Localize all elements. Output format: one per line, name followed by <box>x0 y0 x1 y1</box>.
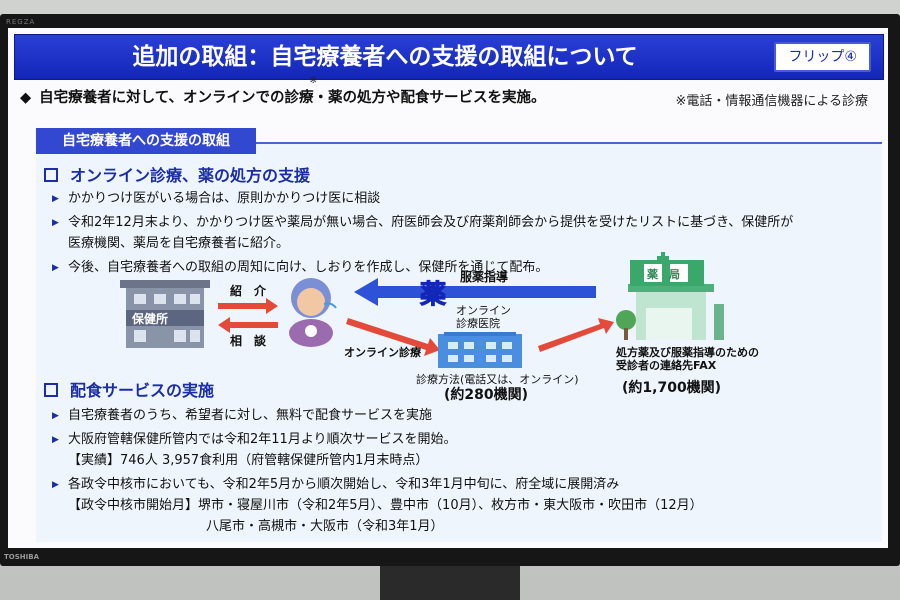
list-item: ▶ 自宅療養者のうち、希望者に対し、無料で配食サービスを実施 <box>52 404 432 423</box>
diamond-bullet-icon: ◆ <box>20 90 32 106</box>
sodan-label: 相 談 <box>230 334 267 348</box>
list-item-text: 各政令中核市においても、令和2年5月から順次開始し、令和3年1月中旬に、府全域に… <box>68 477 620 492</box>
arrow-right-red <box>218 298 278 314</box>
fukuyaku-label: 服薬指導 <box>460 270 509 284</box>
online-shinryo-label: オンライン診療 <box>344 346 421 359</box>
list-item-continuation: 医療機関、薬局を自宅療養者に紹介。 <box>68 236 290 251</box>
list-item-text: 自宅療養者のうち、希望者に対し、無料で配食サービスを実施 <box>68 408 433 423</box>
intro-text: 自宅療養者に対して、オンラインでの診療・薬の処方や配食サービスを実施。 <box>39 90 546 106</box>
list-item: ▶ 各政令中核市においても、令和2年5月から順次開始し、令和3年1月中旬に、府全域… <box>52 473 619 492</box>
online-clinic-label: オンライン 診療医院 <box>456 304 511 330</box>
triangle-bullet-icon: ▶ <box>52 194 59 204</box>
triangle-bullet-icon: ▶ <box>52 411 59 421</box>
fax-label: 処方薬及び服薬指導のための 受診者の連絡先FAX <box>616 346 759 372</box>
footnote: ※電話・情報通信機器による診療 <box>675 94 868 109</box>
slide-title-bar: 追加の取組：自宅療養者への支援の取組について フリップ④ <box>14 34 884 80</box>
shokai-label: 紹 介 <box>230 284 267 298</box>
list-item: ▶ 今後、自宅療養者への取組の周知に向け、しおりを作成し、保健所を通じて配布。 <box>52 256 548 275</box>
list-item-text: かかりつけ医がいる場合は、原則かかりつけ医に相談 <box>68 191 381 206</box>
jisseki-line: 【実績】746人 3,957食利用（府管轄保健所管内1月末時点） <box>68 453 429 468</box>
section-heading-online: オンライン診療、薬の処方の支援 <box>44 162 310 186</box>
method-label: 診療方法(電話又は、オンライン) <box>416 373 579 386</box>
clinic-building-icon <box>438 332 522 368</box>
intro-line: ◆ 自宅療養者に対して、オンラインでの診療・薬の処方や配食サービスを実施。 <box>20 86 546 107</box>
pharmacy-count: (約1,700機関) <box>622 380 722 396</box>
list-item-text: 大阪府管轄保健所管内では令和2年11月より順次サービスを開始。 <box>68 432 457 447</box>
section-heading-text: 配食サービスの実施 <box>70 381 215 400</box>
triangle-bullet-icon: ▶ <box>52 263 59 273</box>
pharmacy-building-icon <box>616 252 724 340</box>
monitor-stand <box>380 566 520 600</box>
health-center-sign: 保健所 <box>132 312 169 326</box>
health-center-building-icon <box>120 280 210 348</box>
checkbox-square-icon <box>44 167 58 182</box>
slide-screen: 追加の取組：自宅療養者への支援の取組について フリップ④ ※ ◆ 自宅療養者に対し… <box>8 28 888 548</box>
arrow-clinic-to-pharmacy <box>538 318 614 352</box>
list-item-text: 令和2年12月末より、かかりつけ医や薬局が無い場合、府医師会及び府薬剤師会から提… <box>68 215 794 230</box>
pharmacy-sign: 薬 局 <box>647 268 680 281</box>
kaishi-line-2: 八尾市・高槻市・大阪市（令和3年1月） <box>206 519 444 534</box>
list-item: ▶ 大阪府管轄保健所管内では令和2年11月より順次サービスを開始。 <box>52 428 457 447</box>
arrow-left-red <box>218 317 278 333</box>
medicine-glyph: 薬 <box>419 280 447 311</box>
clinic-count: (約280機関) <box>444 387 529 403</box>
arrow-left-blue <box>354 278 596 306</box>
slide-title: 追加の取組：自宅療養者への支援の取組について <box>132 44 638 70</box>
triangle-bullet-icon: ▶ <box>52 480 59 490</box>
section-heading-text: オンライン診療、薬の処方の支援 <box>70 166 311 185</box>
list-item: ▶ 令和2年12月末より、かかりつけ医や薬局が無い場合、府医師会及び府薬剤師会から… <box>52 211 793 230</box>
triangle-bullet-icon: ▶ <box>52 218 59 228</box>
list-item-text: 今後、自宅療養者への取組の周知に向け、しおりを作成し、保健所を通じて配布。 <box>68 260 549 275</box>
flip-badge: フリップ④ <box>774 42 871 72</box>
list-item: ▶ かかりつけ医がいる場合は、原則かかりつけ医に相談 <box>52 187 380 206</box>
triangle-bullet-icon: ▶ <box>52 435 59 445</box>
section-heading-meal: 配食サービスの実施 <box>44 377 214 401</box>
monitor-brand-top: REGZA <box>6 18 36 26</box>
patient-icon <box>289 278 337 347</box>
arrow-patient-to-clinic <box>346 318 440 356</box>
checkbox-square-icon <box>44 382 58 397</box>
kaishi-line: 【政令中核市開始月】堺市・寝屋川市（令和2年5月）、豊中市（10月）、枚方市・東… <box>68 498 703 513</box>
flow-diagram <box>120 252 724 368</box>
monitor-brand-bottom: TOSHIBA <box>4 553 39 561</box>
panel-tab: 自宅療養者への支援の取組 <box>36 128 256 154</box>
intro-footnote-mark: ※ <box>309 75 318 86</box>
